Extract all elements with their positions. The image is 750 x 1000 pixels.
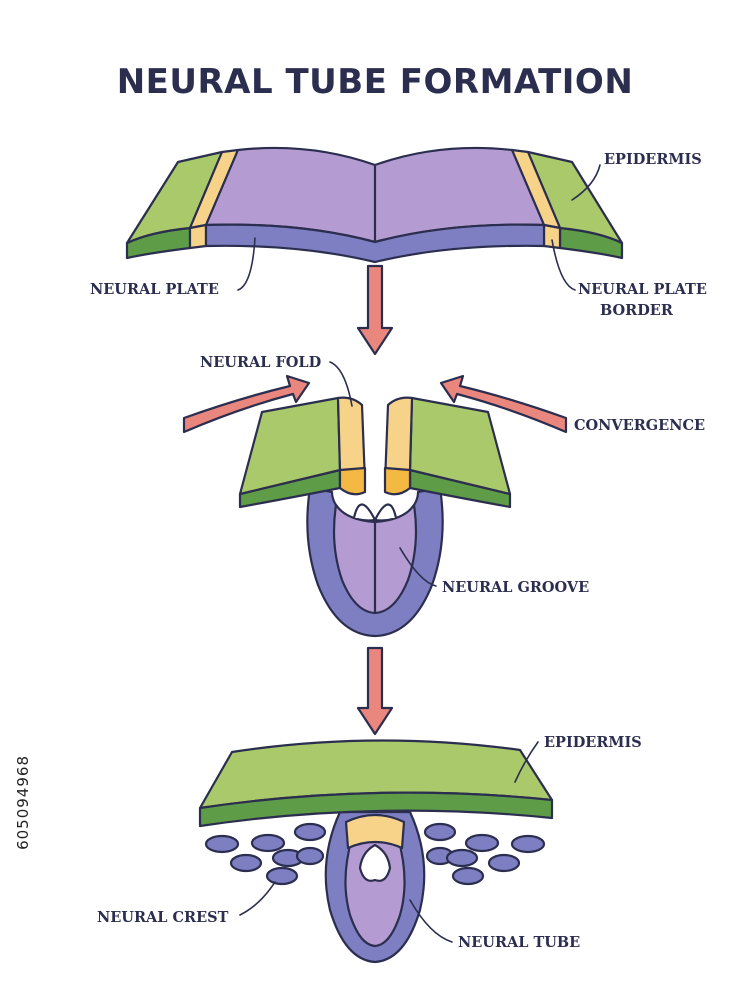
border-right-side [542,223,562,250]
stock-id-watermark: 605094968 [14,755,32,850]
arrow-down-1 [356,264,394,356]
leader-epidermis-bottom [514,741,539,783]
leader-lines [237,164,601,943]
convergence-arrow-right [439,374,568,434]
convergence-arrow-left [182,374,311,434]
fold-right-border-base [383,466,412,496]
fold-left-border-base [338,466,367,496]
label-neural-plate: NEURAL PLATE [90,281,219,298]
label-neural-groove: NEURAL GROOVE [442,579,589,596]
crest-cell [464,833,500,853]
crest-cell [445,848,479,868]
label-epidermis-top: EPIDERMIS [604,151,702,168]
leader-epidermis-top [571,164,601,201]
label-neural-plate-border-line1: NEURAL PLATE [578,281,707,298]
leader-neural-fold [329,361,353,407]
crest-cell [487,853,521,873]
crest-cell [510,834,546,854]
neural-tube-border [344,813,406,850]
crest-cell [295,846,325,866]
leader-neural-plate [237,237,256,291]
crest-cell [451,866,485,886]
label-convergence: CONVERGENCE [574,417,705,434]
stage-neural-plate [125,146,624,264]
crest-cell [250,833,286,853]
leader-neural-groove [399,547,437,587]
crest-cell [265,866,299,886]
neural-plate-side [204,223,546,264]
label-neural-tube: NEURAL TUBE [458,934,580,951]
crest-cell [229,853,263,873]
label-neural-crest: NEURAL CREST [97,909,229,926]
label-neural-plate-border-line2: BORDER [600,302,674,319]
leader-neural-tube [409,899,453,943]
leader-neural-plate-border [551,239,576,291]
arrow-down-2 [356,646,394,736]
stage-neural-groove [182,374,568,638]
crest-cell [423,822,457,842]
crest-cell [204,834,240,854]
label-neural-fold: NEURAL FOLD [200,354,321,371]
neural-tube-lumen [358,843,392,882]
diagram-title: NEURAL TUBE FORMATION [116,62,634,102]
crest-cell [293,822,327,842]
leader-neural-crest [239,881,276,916]
stage-neural-tube [198,739,554,964]
epidermis-bottom-side [198,791,554,828]
border-left-side [188,223,208,250]
groove-notch [352,503,398,522]
label-epidermis-bottom: EPIDERMIS [544,734,642,751]
neural-crest-cells [204,822,546,886]
